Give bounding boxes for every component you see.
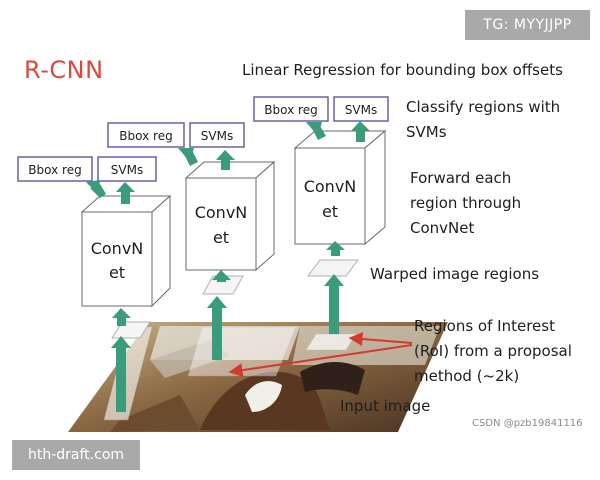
convnet-label-2b: et [213, 228, 229, 247]
bbox-reg-label-1: Bbox reg [28, 163, 81, 177]
arrows-convnet-to-outputs [86, 121, 370, 204]
caption-roi-line-3: method (~2k) [414, 367, 520, 385]
output-group-1: Bbox reg SVMs [17, 156, 157, 182]
warped-region-2 [202, 275, 244, 295]
caption-classify-line-2: SVMs [406, 123, 447, 141]
svm-label-3: SVMs [345, 103, 377, 117]
convnet-label-2a: ConvN [195, 203, 248, 222]
caption-classify: Classify regions with SVMs [406, 95, 560, 145]
caption-forward-line-1: Forward each [410, 169, 512, 187]
svm-label-2: SVMs [201, 129, 233, 143]
convnet-label-3b: et [322, 202, 338, 221]
watermark-bottom: hth-draft.com [12, 440, 140, 470]
arrows-image-to-warped [111, 274, 344, 412]
convnet-cube-2: ConvN et [184, 160, 276, 272]
roi-region-3 [305, 333, 357, 351]
caption-warped: Warped image regions [370, 265, 540, 283]
caption-forward-line-2: region through [410, 194, 522, 212]
arrows-warped-to-convnet [112, 241, 345, 326]
caption-roi-line-1: Regions of Interest [414, 317, 555, 335]
svm-label-1: SVMs [111, 163, 143, 177]
roi-arrow-2 [228, 344, 413, 378]
caption-forward: Forward each region through ConvNet [410, 166, 521, 241]
bbox-reg-label-2: Bbox reg [119, 129, 172, 143]
output-group-2: Bbox reg SVMs [107, 122, 245, 148]
convnet-label-1b: et [109, 263, 125, 282]
convnet-cube-1: ConvN et [80, 194, 172, 308]
convnet-label-1a: ConvN [91, 239, 144, 258]
caption-input: Input image [340, 397, 431, 415]
caption-roi-line-2: (RoI) from a proposal [414, 342, 572, 360]
csdn-credit: CSDN @pzb19841116 [472, 418, 583, 429]
watermark-top: TG: MYYJJPP [465, 10, 590, 40]
roi-arrow-1 [348, 332, 413, 346]
convnet-cube-3: ConvN et [293, 129, 387, 246]
caption-forward-line-3: ConvNet [410, 219, 475, 237]
caption-roi: Regions of Interest (RoI) from a proposa… [414, 314, 572, 389]
caption-classify-line-1: Classify regions with [406, 98, 561, 116]
warped-region-3 [307, 259, 359, 277]
bbox-reg-label-3: Bbox reg [264, 103, 317, 117]
caption-linear-regression: Linear Regression for bounding box offse… [242, 61, 563, 79]
title: R-CNN [24, 56, 104, 84]
output-group-3: Bbox reg SVMs [253, 96, 389, 122]
convnet-label-3a: ConvN [304, 177, 357, 196]
input-image [68, 322, 448, 432]
